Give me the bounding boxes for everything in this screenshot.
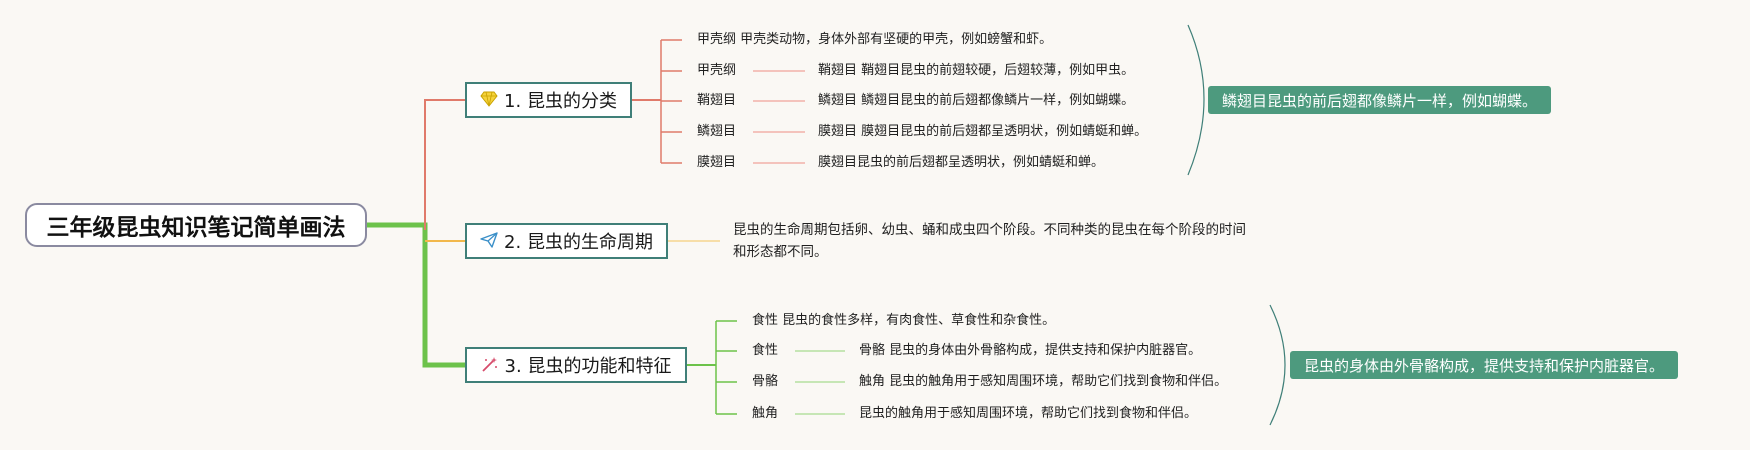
features-item-3[interactable]: 骨骼 (752, 374, 779, 389)
classification-detail-2[interactable]: 鞘翅目 鞘翅目昆虫的前翅较硬，后翅较薄，例如甲虫。 (818, 63, 1135, 78)
root-topic[interactable]: 三年级昆虫知识笔记简单画法 (25, 203, 367, 247)
root-topic-label: 三年级昆虫知识笔记简单画法 (46, 215, 346, 241)
features-summary-label: 昆虫的身体由外骨骼构成，提供支持和保护内脏器官。 (1304, 356, 1665, 375)
paper-plane-icon (480, 231, 498, 251)
branch-classification-label: 1. 昆虫的分类 (504, 91, 617, 112)
branch-3-summary-brace (1269, 304, 1286, 426)
branch-functions-features[interactable]: 3. 昆虫的功能和特征 (465, 347, 687, 383)
magic-wand-icon (481, 356, 499, 375)
life-cycle-description[interactable]: 昆虫的生命周期包括卵、幼虫、蛹和成虫四个阶段。不同种类的昆虫在每个阶段的时间和形… (733, 222, 1246, 260)
root-trunk-line (367, 222, 465, 368)
classification-summary[interactable]: 鳞翅目昆虫的前后翅都像鳞片一样，例如蝴蝶。 (1208, 86, 1552, 114)
classification-item-5[interactable]: 膜翅目 (697, 155, 737, 170)
features-detail-3[interactable]: 触角 昆虫的触角用于感知周围环境，帮助它们找到食物和伴侣。 (859, 374, 1228, 389)
branch-life-cycle-label: 2. 昆虫的生命周期 (504, 232, 653, 253)
branch-life-cycle[interactable]: 2. 昆虫的生命周期 (465, 223, 668, 259)
classification-item-4[interactable]: 鳞翅目 (697, 124, 737, 139)
classification-item-1[interactable]: 甲壳纲 甲壳类动物，身体外部有坚硬的甲壳，例如螃蟹和虾。 (697, 32, 1053, 47)
features-summary[interactable]: 昆虫的身体由外骨骼构成，提供支持和保护内脏器官。 (1290, 351, 1679, 379)
branch-classification[interactable]: 1. 昆虫的分类 (465, 82, 632, 118)
branch-functions-features-label: 3. 昆虫的功能和特征 (504, 356, 672, 377)
classification-item-3[interactable]: 鞘翅目 (697, 93, 737, 108)
gem-icon (480, 91, 498, 110)
classification-item-2[interactable]: 甲壳纲 (697, 63, 737, 78)
classification-detail-5[interactable]: 膜翅目昆虫的前后翅都呈透明状，例如蜻蜓和蝉。 (818, 155, 1105, 170)
features-detail-4[interactable]: 昆虫的触角用于感知周围环境，帮助它们找到食物和伴侣。 (859, 406, 1198, 421)
features-item-1[interactable]: 食性 昆虫的食性多样，有肉食性、草食性和杂食性。 (752, 313, 1056, 328)
features-item-2[interactable]: 食性 (752, 343, 779, 358)
classification-summary-label: 鳞翅目昆虫的前后翅都像鳞片一样，例如蝴蝶。 (1222, 91, 1538, 110)
branch-1-connector (424, 99, 465, 230)
classification-detail-4[interactable]: 膜翅目 膜翅目昆虫的前后翅都呈透明状，例如蜻蜓和蝉。 (818, 124, 1148, 139)
features-detail-2[interactable]: 骨骼 昆虫的身体由外骨骼构成，提供支持和保护内脏器官。 (859, 343, 1202, 358)
features-item-4[interactable]: 触角 (752, 406, 779, 421)
branch-1-summary-brace (1187, 24, 1205, 176)
classification-detail-3[interactable]: 鳞翅目 鳞翅目昆虫的前后翅都像鳞片一样，例如蝴蝶。 (818, 93, 1135, 108)
